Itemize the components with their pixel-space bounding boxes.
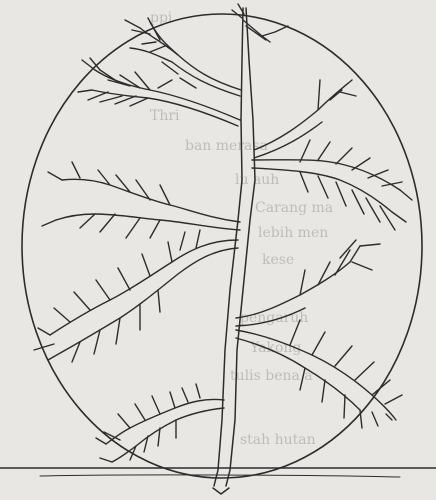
- branch-right-lower: [236, 240, 402, 428]
- ground-line-shadow: [40, 475, 400, 477]
- branch-right-middle: [252, 80, 412, 230]
- branch-upper-left: [78, 18, 241, 126]
- branch-left-lower: [96, 384, 224, 462]
- branch-left-middle: [34, 162, 240, 362]
